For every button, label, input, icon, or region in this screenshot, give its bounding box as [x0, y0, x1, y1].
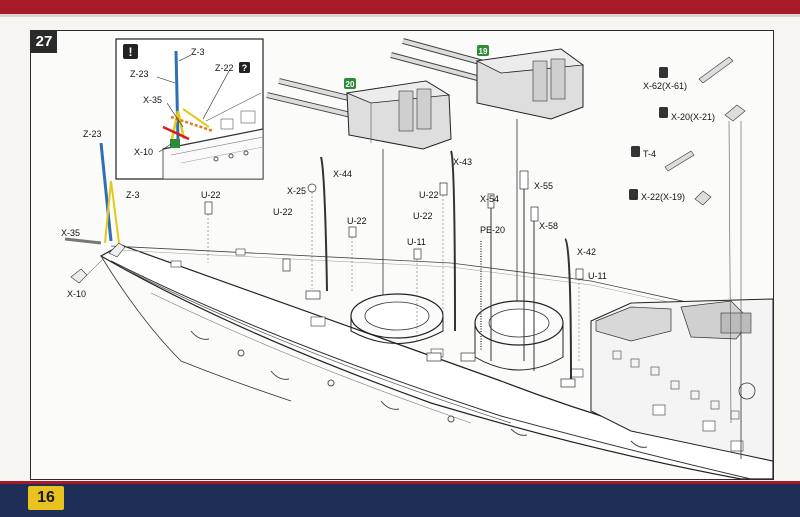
label-u22-b: U-22 [273, 207, 293, 217]
turret-b-badge: 19 [479, 47, 488, 56]
inset-label-x10: X-10 [134, 147, 153, 157]
superstructure [590, 298, 773, 462]
label-x25: X-25 [287, 186, 306, 196]
label-u11-b: U-11 [588, 271, 607, 281]
turret-a: 20 [266, 78, 452, 150]
part-labels: Z-23 Z-3 X-35 X-10 U-22 U-22 X-25 X-44 U… [61, 129, 607, 299]
legend-x20: X-20(X-21) [671, 112, 715, 122]
page-number: 16 [28, 486, 64, 510]
header-band [0, 0, 800, 14]
small-parts [204, 150, 584, 388]
inset-label-z22: Z-22 [215, 63, 234, 73]
label-x42: X-42 [577, 247, 596, 257]
label-pe20: PE-20 [480, 225, 505, 235]
label-z23: Z-23 [83, 129, 102, 139]
inset-label-z3: Z-3 [191, 47, 205, 57]
turret-a-badge: 20 [346, 80, 355, 89]
label-u22-c: U-22 [347, 216, 367, 226]
label-x58: X-58 [539, 221, 558, 231]
legend-x22: X-22(X-19) [641, 192, 685, 202]
ship-hull [99, 242, 773, 479]
label-u22-a: U-22 [201, 190, 221, 200]
inset-label-z23: Z-23 [130, 69, 149, 79]
label-x43: X-43 [453, 157, 472, 167]
assembly-diagram: ! ? [61, 38, 773, 479]
warning-glyph: ! [129, 45, 133, 59]
inset-label-x35: X-35 [143, 95, 162, 105]
label-u22-d: U-22 [419, 190, 439, 200]
turret-b: 19 [390, 38, 585, 120]
detail-inset: ! ? [115, 38, 264, 180]
barbette-a [350, 149, 444, 344]
label-x35: X-35 [61, 228, 80, 238]
warning-icon [123, 44, 138, 59]
label-x10: X-10 [67, 289, 86, 299]
parts-legend: X-62(X-61) X-20(X-21) T-4 X-22(X-19) [629, 56, 746, 451]
header-stripe [0, 14, 800, 17]
label-u22-e: U-22 [413, 211, 433, 221]
label-x44: X-44 [333, 169, 352, 179]
label-u11-a: U-11 [407, 237, 426, 247]
label-z3: Z-3 [126, 190, 140, 200]
footer-band [0, 484, 800, 517]
label-x55: X-55 [534, 181, 553, 191]
step-panel: 27 ! ? [30, 30, 774, 480]
bow-mast [64, 142, 120, 284]
legend-t4: T-4 [643, 149, 656, 159]
question-glyph: ? [242, 63, 248, 73]
legend-x62: X-62(X-61) [643, 81, 687, 91]
barbette-b [474, 119, 564, 371]
step-number: 27 [31, 31, 57, 53]
footer-accent [0, 481, 800, 484]
question-icon [239, 62, 250, 73]
label-x54: X-54 [480, 194, 499, 204]
